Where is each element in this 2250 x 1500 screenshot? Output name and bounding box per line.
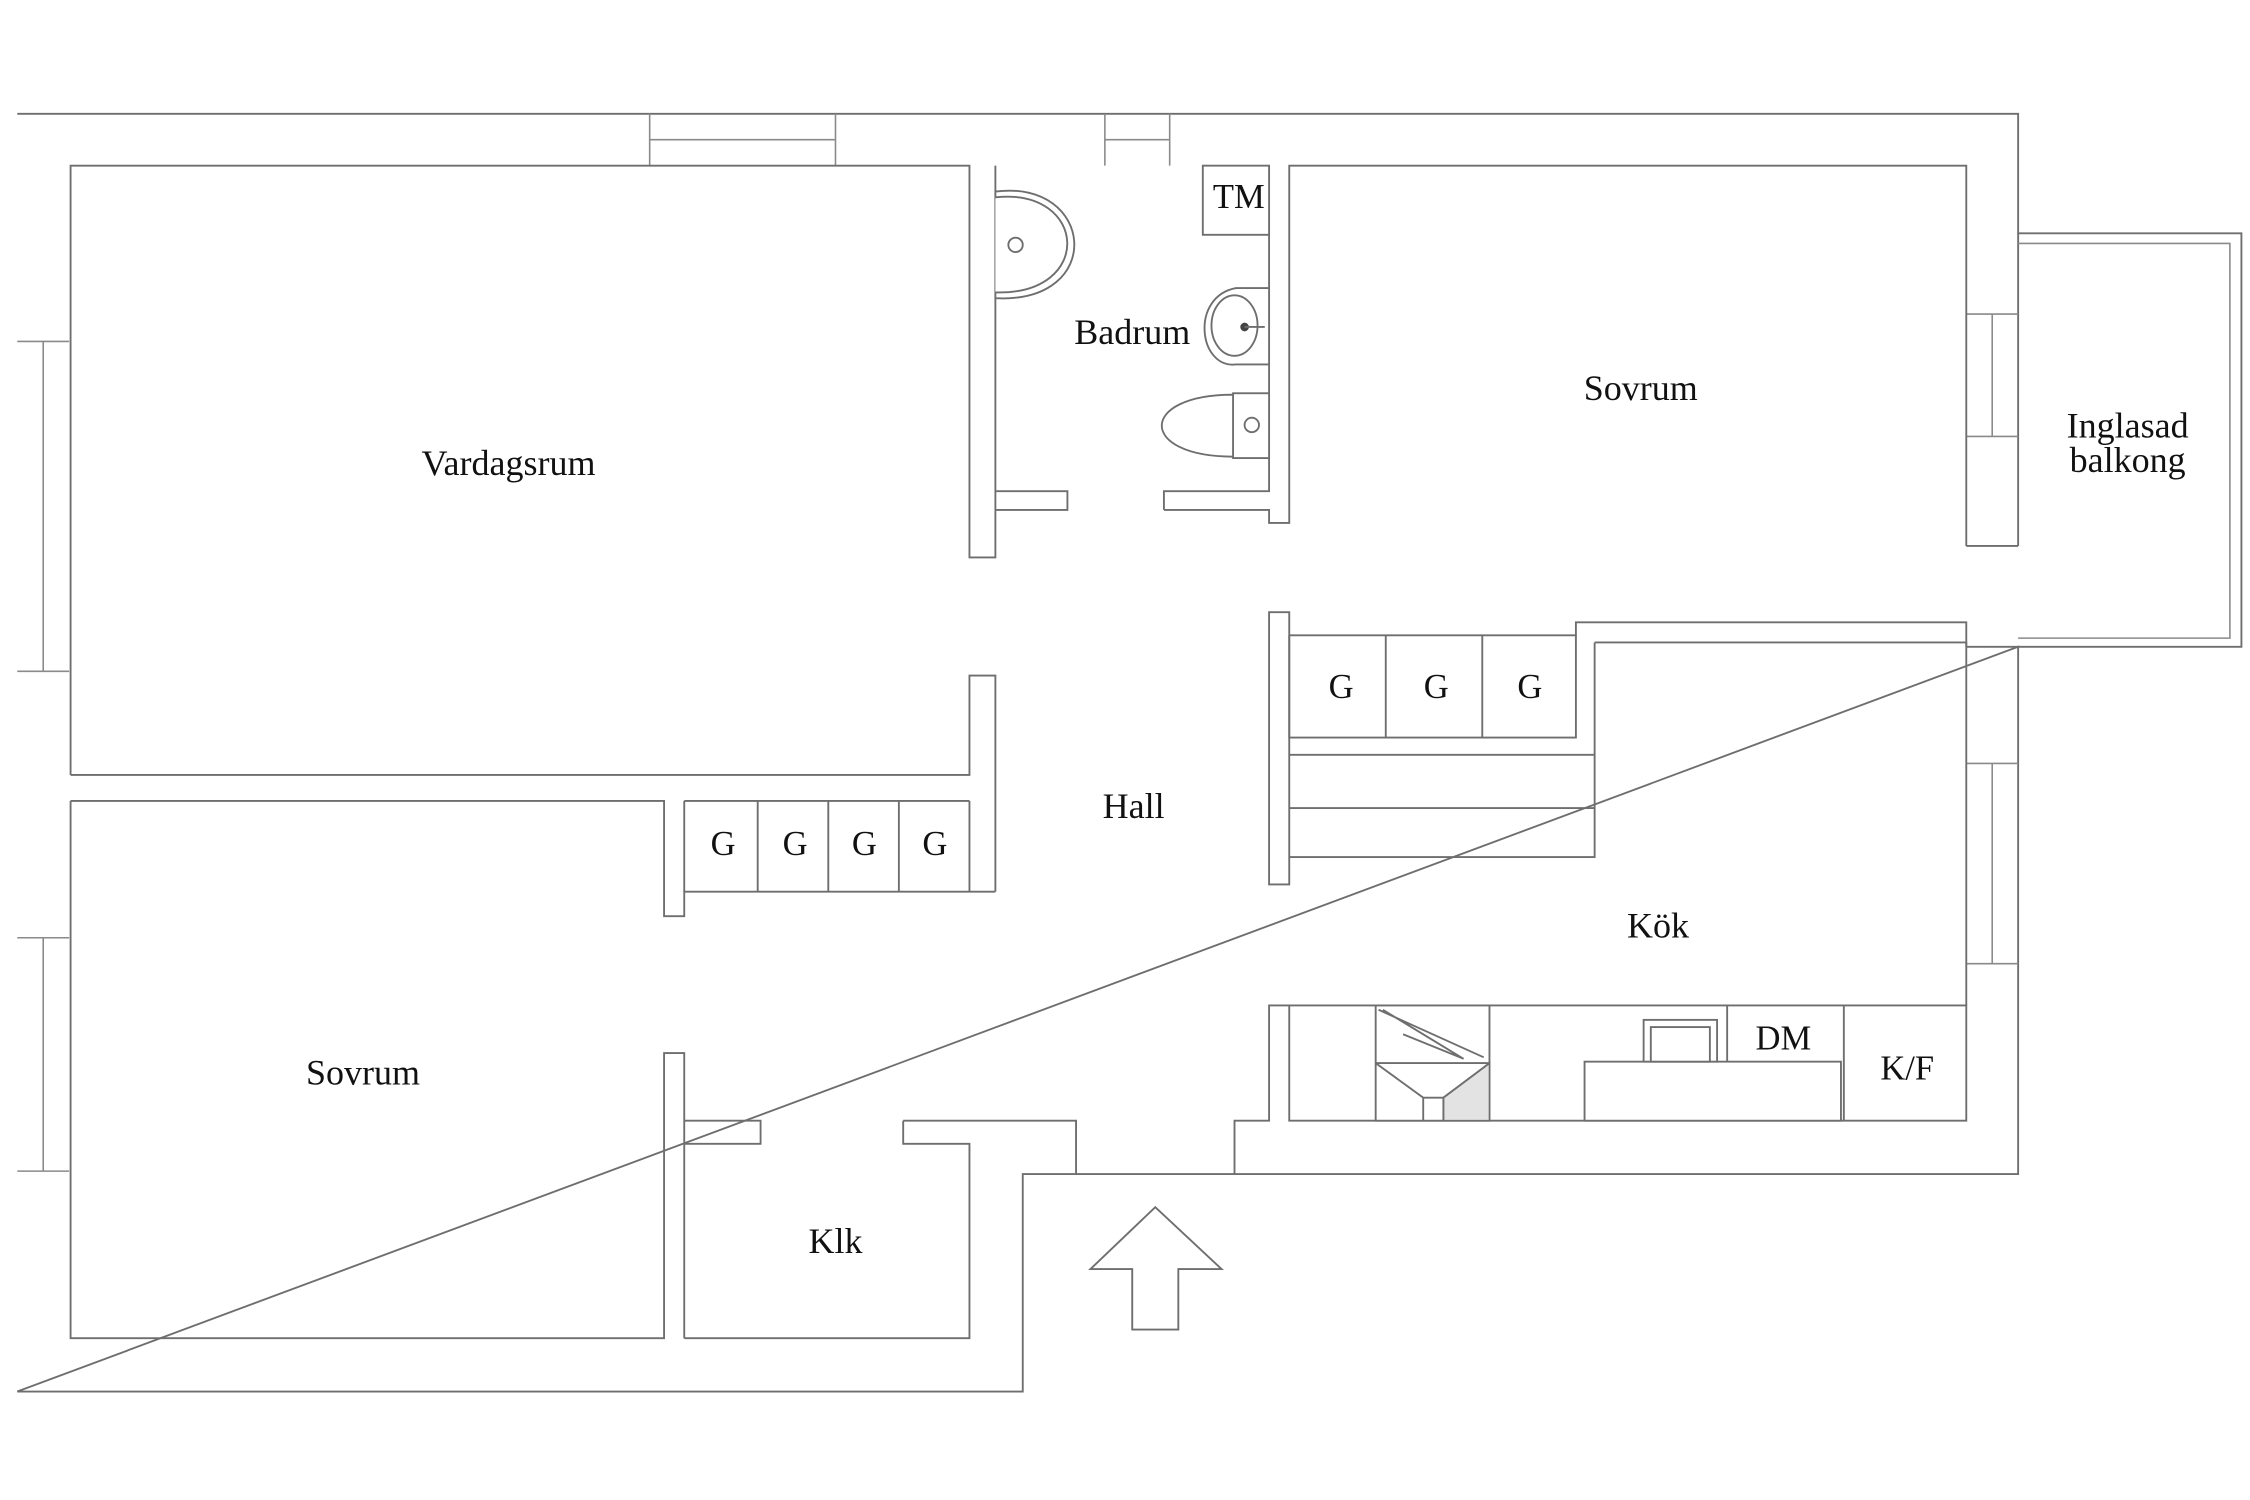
glazed-balcony bbox=[2018, 232, 2243, 648]
room-label-hall: Hall bbox=[1103, 786, 1165, 826]
washing-machine-box bbox=[1201, 164, 1271, 236]
toilet-icon bbox=[1160, 392, 1271, 460]
label-dishwasher: DM bbox=[1755, 1019, 1811, 1057]
wardrobe-label: G bbox=[1329, 668, 1354, 706]
wardrobe-label: G bbox=[922, 825, 947, 863]
wardrobe-label: G bbox=[783, 825, 808, 863]
room-label-balcony-line1: Inglasad bbox=[2067, 406, 2189, 446]
room-label-sovrum-lower: Sovrum bbox=[306, 1052, 420, 1092]
kitchen-sink-icon bbox=[1374, 1004, 1491, 1122]
room-label-balcony-line2: balkong bbox=[2070, 440, 2186, 480]
label-fridge-freezer: K/F bbox=[1880, 1050, 1934, 1088]
room-label-vardagsrum: Vardagsrum bbox=[422, 443, 596, 483]
bathtub-icon bbox=[994, 189, 1076, 300]
windows bbox=[17, 113, 2019, 1172]
stove-icon bbox=[1583, 1018, 1842, 1122]
kitchen-counter-dividers bbox=[1726, 1005, 1845, 1121]
wardrobe-label: G bbox=[711, 825, 736, 863]
interior-walls bbox=[69, 164, 1968, 1340]
wardrobe-label: G bbox=[1517, 668, 1542, 706]
room-label-sovrum-upper: Sovrum bbox=[1584, 368, 1698, 408]
room-label-badrum: Badrum bbox=[1074, 312, 1190, 352]
room-label-klk: Klk bbox=[808, 1221, 862, 1261]
exterior-walls bbox=[16, 112, 2020, 1393]
wardrobe-dividers bbox=[683, 635, 1577, 892]
wardrobe-label: G bbox=[852, 825, 877, 863]
washbasin-icon bbox=[1203, 287, 1271, 366]
label-tm: TM bbox=[1213, 178, 1265, 216]
room-label-kok: Kök bbox=[1627, 905, 1689, 945]
entrance-arrow-icon bbox=[1088, 1205, 1224, 1331]
wardrobe-label: G bbox=[1424, 668, 1449, 706]
